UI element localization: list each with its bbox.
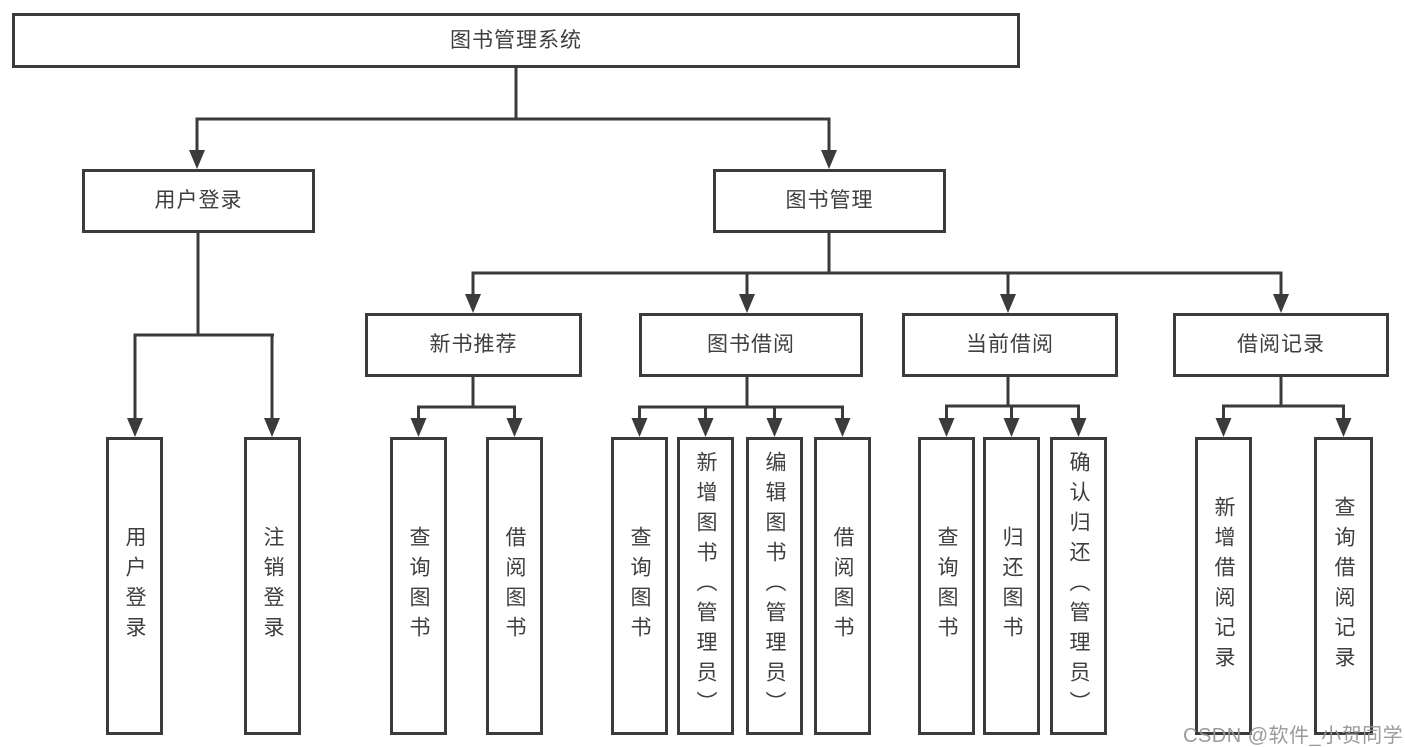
arrow-down-icon — [127, 418, 143, 437]
connector-book-borrow-children — [631, 377, 851, 437]
arrow-down-icon — [506, 418, 523, 437]
node-new-book-recommend: 新书推荐 — [365, 313, 582, 377]
connector-user-login-children — [127, 233, 280, 437]
node-leaf-newbook-borrow-books: 借阅图书 — [486, 437, 543, 735]
node-leaf-current-query-books: 查询图书 — [918, 437, 975, 735]
arrow-down-icon — [766, 418, 783, 437]
node-leaf-logout: 注销登录 — [244, 437, 301, 735]
node-borrow-records: 借阅记录 — [1173, 313, 1389, 377]
arrow-down-icon — [1070, 418, 1087, 437]
node-leaf-records-query: 查询借阅记录 — [1314, 437, 1373, 735]
arrow-down-icon — [938, 418, 955, 437]
node-leaf-borrow-borrow-books: 借阅图书 — [814, 437, 871, 735]
node-leaf-borrow-add-books-admin: 新增图书（管理员） — [677, 437, 734, 735]
node-leaf-newbook-query-books: 查询图书 — [390, 437, 447, 735]
node-user-login: 用户登录 — [82, 169, 315, 233]
connector-new-book-children — [410, 377, 523, 437]
node-book-borrow: 图书借阅 — [639, 313, 863, 377]
connector-borrow-records-children — [1215, 377, 1352, 437]
arrow-down-icon — [821, 150, 837, 169]
arrow-down-icon — [189, 150, 205, 169]
arrow-down-icon — [631, 418, 648, 437]
arrow-down-icon — [1003, 418, 1020, 437]
node-leaf-borrow-query-books: 查询图书 — [611, 437, 668, 735]
arrow-down-icon — [697, 418, 714, 437]
arrow-down-icon — [465, 294, 481, 313]
node-book-management: 图书管理 — [713, 169, 946, 233]
node-current-borrow: 当前借阅 — [902, 313, 1118, 377]
watermark-text: CSDN @软件_小贺同学 — [1183, 725, 1404, 747]
arrow-down-icon — [834, 418, 851, 437]
arrow-down-icon — [1215, 418, 1232, 437]
node-leaf-records-add: 新增借阅记录 — [1195, 437, 1252, 735]
arrow-down-icon — [1335, 418, 1352, 437]
node-leaf-current-confirm-return-admin: 确认归还（管理员） — [1050, 437, 1107, 735]
arrow-down-icon — [410, 418, 427, 437]
node-leaf-user-login: 用户登录 — [106, 437, 163, 735]
node-leaf-current-return-books: 归还图书 — [983, 437, 1040, 735]
arrow-down-icon — [1000, 294, 1016, 313]
connector-root-to-level2 — [189, 68, 837, 169]
arrow-down-icon — [739, 294, 755, 313]
node-system-root: 图书管理系统 — [12, 13, 1020, 68]
arrow-down-icon — [264, 418, 280, 437]
arrow-down-icon — [1273, 294, 1289, 313]
connector-current-borrow-children — [938, 377, 1087, 437]
connector-book-management-children — [465, 233, 1289, 313]
node-leaf-borrow-edit-books-admin: 编辑图书（管理员） — [746, 437, 803, 735]
